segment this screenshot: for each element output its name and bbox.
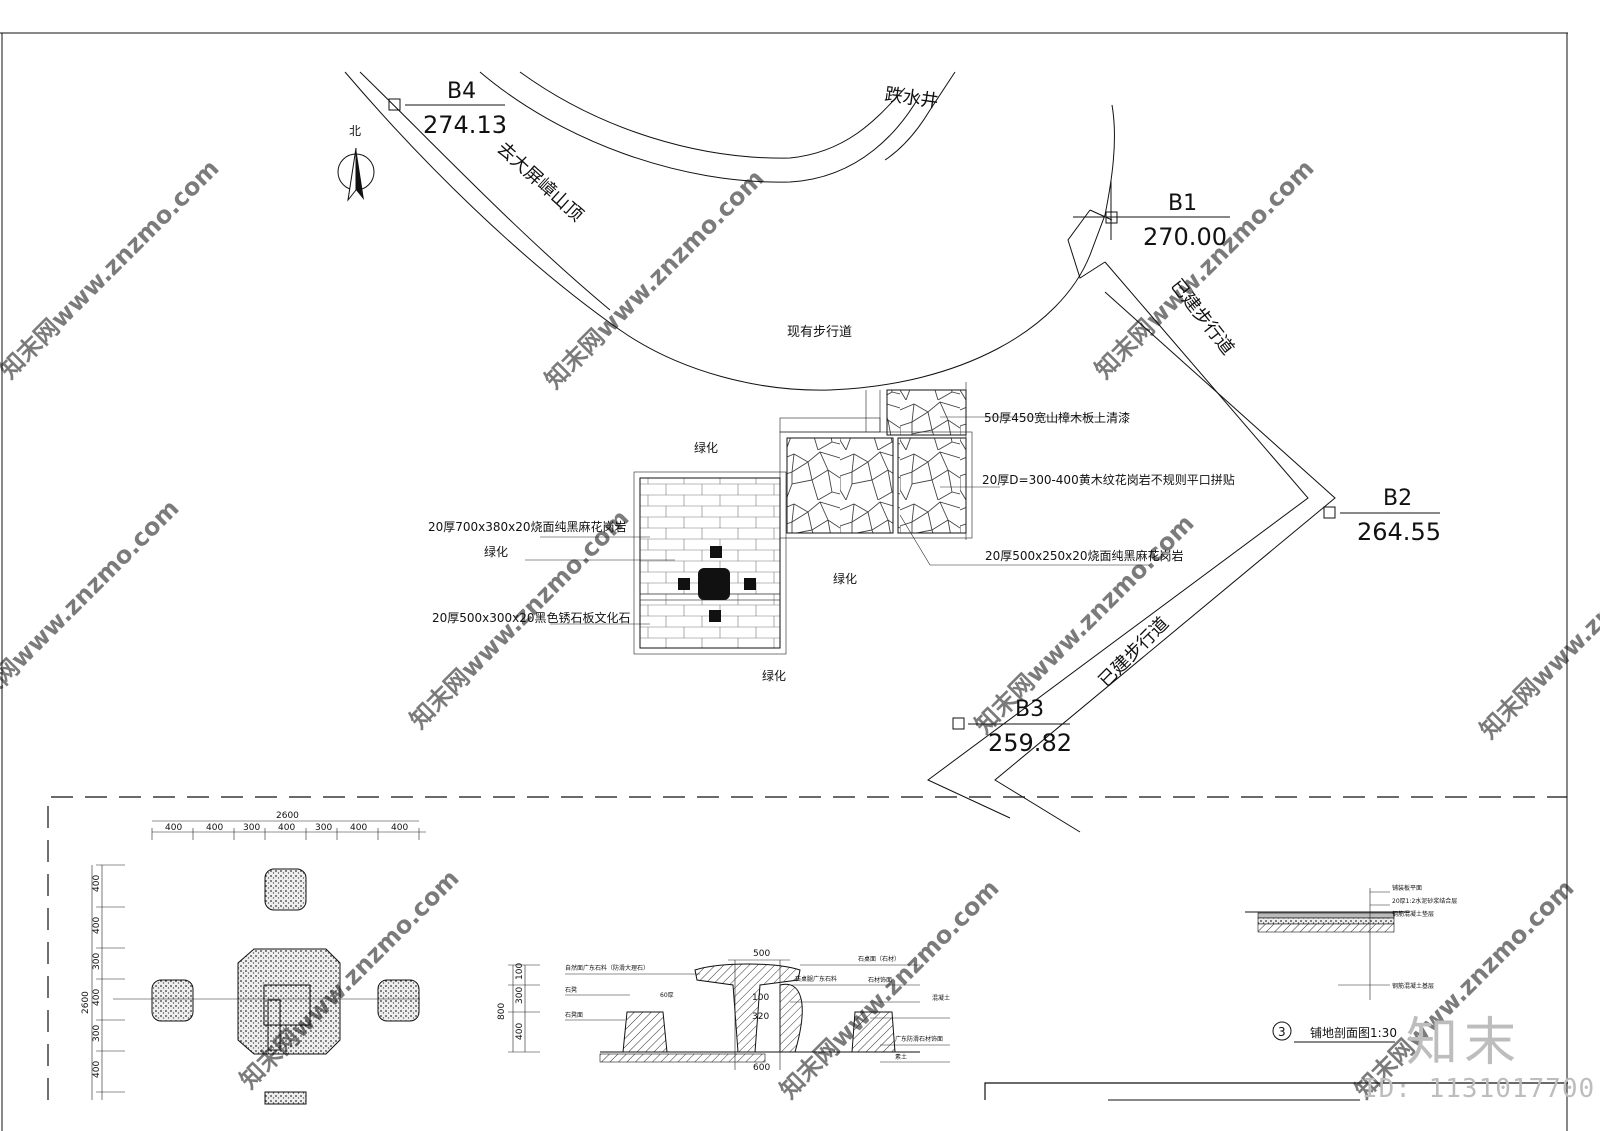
callout-wood-plank: 50厚450宽山樟木板上清漆 [984,410,1130,425]
north-arrow-icon: 北 [337,124,375,202]
watermark-text: 知末网www.znzmo.com [1089,154,1319,384]
dim-elev-left: 400 [515,1023,525,1040]
elev-label-right: 石桌腿广东石料 [795,975,837,983]
dim-elev-bottom: 600 [753,1063,770,1073]
stone-stool-icon [709,610,721,622]
dim-left: 400 [92,989,102,1006]
elev-label-left: 石凳 [565,986,577,994]
elev-label-right: 素土 [895,1053,907,1061]
table-set-elevation: 500 600 100 320 800 100 300 400 自然面广东石料（… [497,949,950,1073]
watermark-text: 知末网www.znzmo.com [0,154,225,384]
asset-id: ID: 1131017700 [1362,1074,1596,1104]
dim-elev-left: 100 [515,963,525,980]
dim-elev-left-overall: 800 [497,1003,507,1020]
stone-table-icon [698,568,730,600]
stone-stool-icon [710,546,722,558]
north-label: 北 [349,124,361,138]
benchmark-elevation: 270.00 [1143,223,1227,251]
stone-stool-icon [678,578,690,590]
dim-left: 400 [92,917,102,934]
green-label: 绿化 [484,544,508,559]
dim-top: 400 [206,823,223,833]
green-label: 绿化 [694,440,718,455]
watermark-text: 知末网www.znzmo.com [774,874,1004,1104]
dim-elev-left: 300 [515,987,525,1004]
dim-top: 400 [165,823,182,833]
dim-left: 400 [92,1061,102,1078]
benchmark-elevation: 259.82 [988,729,1072,757]
elev-label-right: 石桌面（石材） [858,955,900,963]
road-label-upper: 去大屏嶂山顶 [493,138,587,226]
dim-left: 300 [92,1025,102,1042]
benchmark-id: B4 [447,79,476,104]
material-callouts: 50厚450宽山樟木板上清漆 20厚D=300-400黄木纹花岗岩不规则平口拼贴… [428,410,1235,683]
dim-overall: 2600 [276,811,299,821]
callout-yellow-granite: 20厚D=300-400黄木纹花岗岩不规则平口拼贴 [982,472,1235,487]
dim-elev-top: 500 [753,949,770,959]
dim-top: 400 [350,823,367,833]
well-label: 跌水井 [883,84,939,112]
dim-left-overall: 2600 [81,991,91,1014]
benchmark-b1: B1 270.00 [1073,180,1230,251]
brand-logo: 知末 [1406,1013,1523,1073]
dim-top: 400 [391,823,408,833]
section-layer: 钢筋混凝土垫层 [1392,910,1434,918]
elev-label-left: 石凳面 [565,1011,583,1019]
benchmark-b2: B2 264.55 [1323,486,1441,546]
site-paths [344,71,1336,833]
callout-granite-700x380: 20厚700x380x20烧面纯黑麻花岗岩 [428,519,627,534]
elev-label-right: 广东防滑石材饰面 [895,1035,943,1043]
callout-culture-stone: 20厚500x300x20黑色锈石板文化石 [432,610,631,625]
stone-stool-icon [744,578,756,590]
benchmark-elevation: 264.55 [1357,518,1441,546]
section-layer: 20厚1:2水泥砂浆结合层 [1392,897,1457,905]
section-title: 铺地剖面图1:30 [1310,1026,1397,1040]
section-layer: 钢筋混凝土基层 [1392,982,1434,990]
sheet-frame [0,32,1568,1131]
dim-inner: 100 [752,993,769,1003]
benchmark-id: B3 [1015,697,1044,722]
dim-left: 300 [92,953,102,970]
section-number: 3 [1278,1025,1286,1039]
dim-top: 400 [278,823,295,833]
built-path-label-2: 已建步行道 [1095,613,1173,691]
green-label: 绿化 [833,571,857,586]
benchmark-b4: B4 274.13 [388,79,507,139]
elev-label-right: 石材饰面 [868,976,892,984]
elev-label-mid: 60厚 [660,992,674,999]
benchmark-elevation: 274.13 [423,111,507,139]
existing-path-label: 现有步行道 [787,325,852,340]
dim-top: 300 [243,823,260,833]
plaza-plan [633,382,973,655]
benchmark-id: B2 [1383,486,1412,511]
dim-left: 400 [92,875,102,892]
table-set-plan-detail: 2600 400 400 300 400 300 400 400 2600 40… [81,811,426,1105]
green-label: 绿化 [762,668,786,683]
benchmark-b3: B3 259.82 [952,697,1072,757]
dim-top: 300 [315,823,332,833]
watermark-text: 知末网www.znzmo.com [0,494,185,724]
elev-label-left: 自然面广东石料（防滑大理石） [565,964,649,972]
watermark-text: 知末网www.znzmo.com [1474,514,1600,744]
section-layer: 铺装板平面 [1392,884,1422,892]
detail-frame [47,796,1568,1101]
callout-granite-500x250: 20厚500x250x20烧面纯黑麻花岗岩 [985,548,1184,563]
paving-section-detail: 铺装板平面 20厚1:2水泥砂浆结合层 钢筋混凝土垫层 钢筋混凝土基层 3 铺地… [1245,884,1457,1043]
dim-inner: 320 [752,1012,769,1022]
elev-label-right: 混凝土 [932,994,950,1002]
benchmark-id: B1 [1168,191,1197,216]
